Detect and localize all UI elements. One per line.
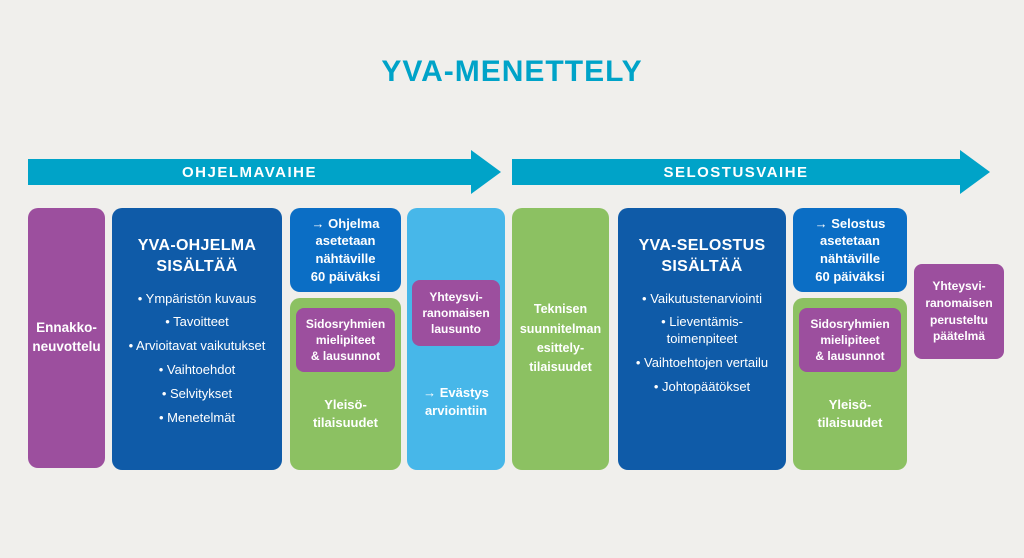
content-item: • Selvitykset [161,386,233,402]
box-title: YVA-OHJELMA SISÄLTÄÄ [137,237,257,275]
phase-arrow-ohjelmavaihe: OHJELMAVAIHE [28,150,501,194]
content-item: • Vaihtoehdot [158,362,236,378]
box-report-display-notice: → Selostus asetetaan nähtäville 60 päivä… [793,208,907,292]
box-program-feedback: Sidosryhmien mielipiteet & lausunnot Yle… [290,298,401,470]
content-item: • Tavoitteet [165,314,229,330]
content-item: • Menetelmät [158,410,236,426]
public-events-label: Yleisö- tilaisuudet [817,397,883,430]
content-item: • Johtopäätökset [653,379,751,395]
content-item: • Vaikutustenarviointi [642,290,762,306]
box-report-feedback: Sidosryhmien mielipiteet & lausunnot Yle… [793,298,907,470]
box-authority-statement: Yhteysvi- ranomaisen lausunto → Evästys … [407,208,505,470]
box-reasoned-conclusion: Yhteysvi- ranomaisen perusteltu päätelmä [914,264,1004,359]
box-prenegotiation: Ennakko- neuvottelu [28,208,105,468]
content-item: • Lieventämis- toimenpiteet [661,314,743,347]
assessment-guidance-label: → Evästys arviointiin [423,385,489,418]
page-title: YVA-MENETTELY [381,55,643,88]
box-stakeholder-opinions: Sidosryhmien mielipiteet & lausunnot [799,308,901,372]
box-yva-report-contents: YVA-SELOSTUS SISÄLTÄÄ • Vaikutustenarvio… [618,208,786,470]
box-title: YVA-SELOSTUS SISÄLTÄÄ [638,237,766,275]
box-program-display-notice: → Ohjelma asetetaan nähtäville 60 päiväk… [290,208,401,292]
arrow-head-icon [471,150,501,194]
phase-label-ohjelmavaihe: OHJELMAVAIHE [182,163,317,181]
content-item: • Arvioitavat vaikutukset [128,338,266,354]
phase-arrow-body: OHJELMAVAIHE [28,159,471,185]
content-item: • Vaihtoehtojen vertailu [635,355,769,371]
box-technical-presentations: Teknisen suunnitelman esittely- tilaisuu… [512,208,609,470]
phase-arrow-body: SELOSTUSVAIHE [512,159,960,185]
public-events-label: Yleisö- tilaisuudet [312,397,378,430]
box-yva-program-contents: YVA-OHJELMA SISÄLTÄÄ • Ympäristön kuvaus… [112,208,282,470]
box-coordinating-authority-statement: Yhteysvi- ranomaisen lausunto [412,280,500,346]
box-stakeholder-opinions: Sidosryhmien mielipiteet & lausunnot [296,308,395,372]
arrow-head-icon [960,150,990,194]
content-item: • Ympäristön kuvaus [137,290,257,306]
phase-arrow-selostusvaihe: SELOSTUSVAIHE [512,150,990,194]
phase-label-selostusvaihe: SELOSTUSVAIHE [663,163,809,181]
